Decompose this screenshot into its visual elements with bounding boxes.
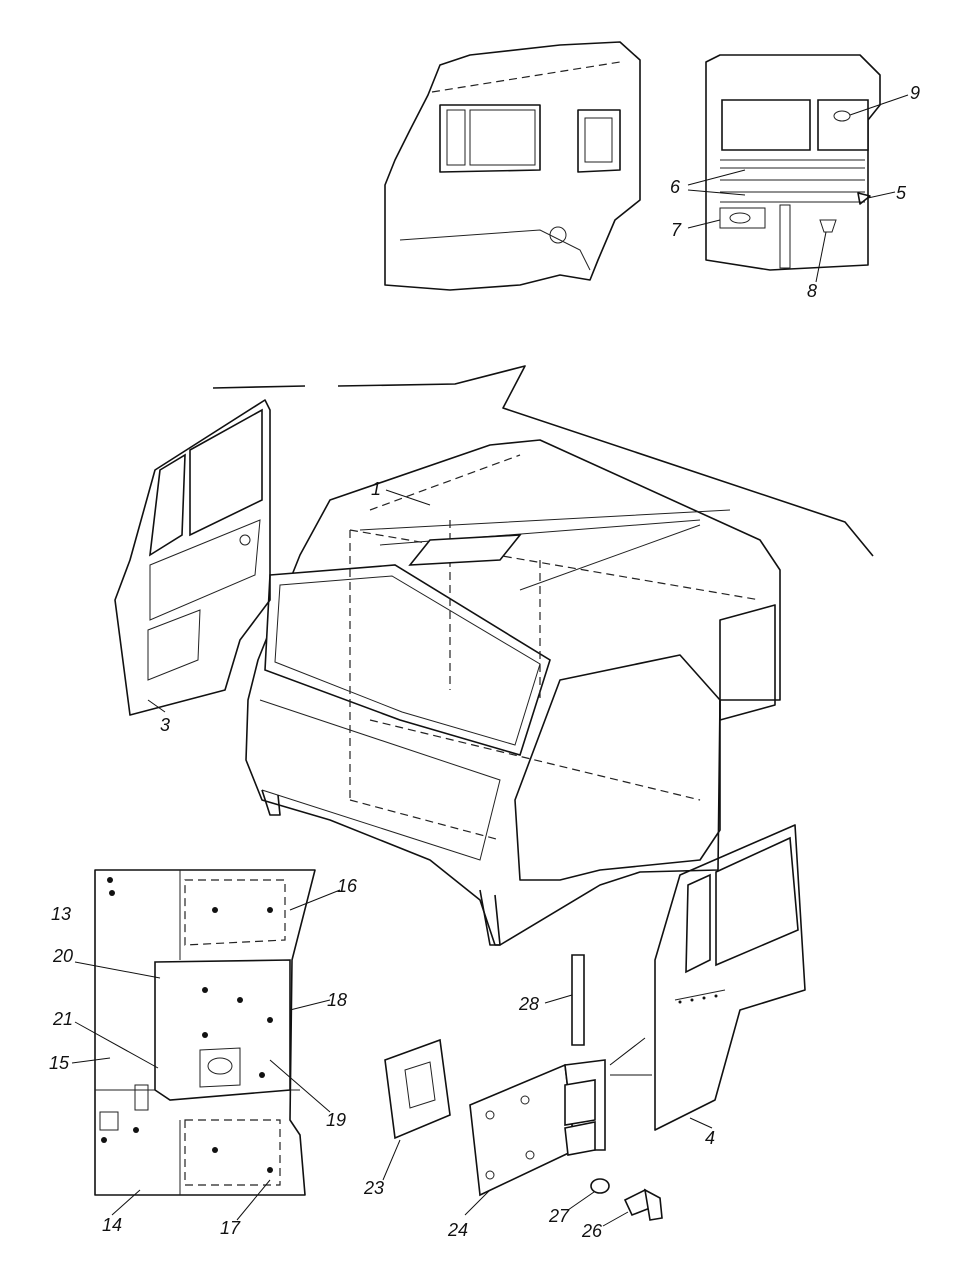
callout-13: 13 (51, 904, 71, 924)
callout-17: 17 (220, 1218, 241, 1238)
callout-26: 26 (581, 1221, 603, 1241)
floor-panel (94, 869, 316, 1196)
callout-15: 15 (49, 1053, 70, 1073)
callout-23: 23 (363, 1178, 384, 1198)
callout-14: 14 (102, 1215, 122, 1235)
right-door (609, 824, 806, 1131)
callout-24: 24 (447, 1220, 468, 1240)
callout-5: 5 (896, 183, 907, 203)
callout-21: 21 (52, 1009, 73, 1029)
callout-3: 3 (160, 715, 170, 735)
callout-9: 9 (910, 83, 920, 103)
callout-28: 28 (518, 994, 539, 1014)
washer (590, 1178, 610, 1194)
hinge (469, 1059, 606, 1197)
hinge-pin (571, 954, 585, 1046)
callout-16: 16 (337, 876, 358, 896)
callout-7: 7 (671, 220, 682, 240)
left-door (114, 399, 271, 716)
callout-8: 8 (807, 281, 817, 301)
callout-19: 19 (326, 1110, 346, 1130)
break-line (212, 365, 874, 557)
leader-lines (71, 94, 909, 1227)
callout-27: 27 (548, 1206, 570, 1226)
callout-1: 1 (371, 479, 381, 499)
mounting-plate (384, 1038, 451, 1140)
callout-20: 20 (52, 946, 73, 966)
bolt (623, 1188, 663, 1221)
callout-18: 18 (327, 990, 347, 1010)
callout-6: 6 (670, 177, 681, 197)
cab-rear-view (705, 54, 881, 271)
cab-side-view (384, 41, 641, 291)
cab-body (245, 439, 781, 946)
callout-4: 4 (705, 1128, 715, 1148)
